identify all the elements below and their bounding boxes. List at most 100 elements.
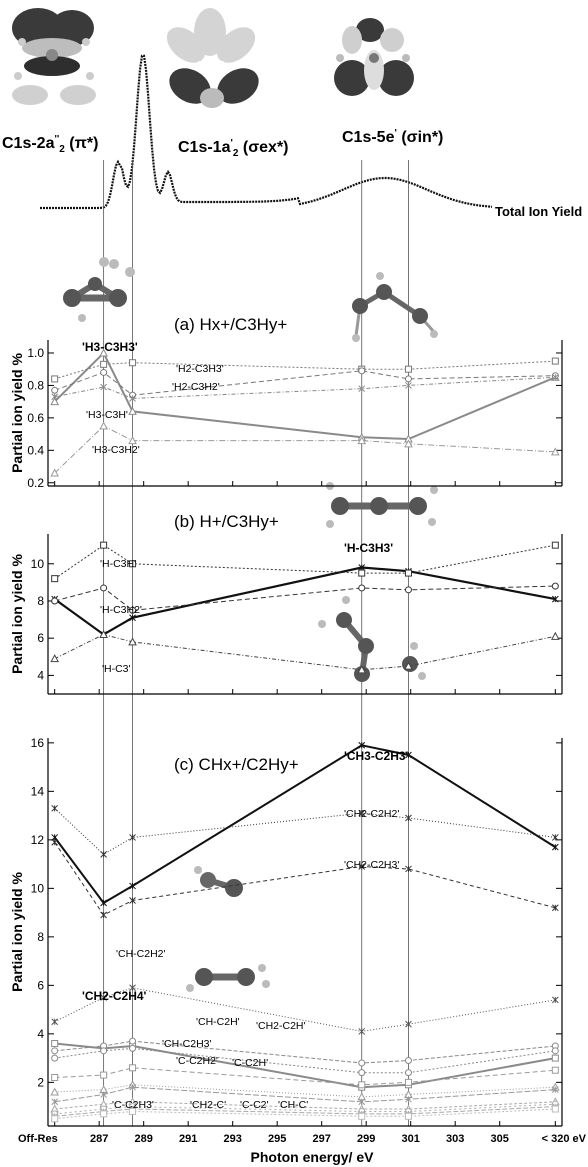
series-line: [54, 585, 556, 611]
data-point: [405, 1095, 412, 1103]
total-ion-yield-label: Total Ion Yield: [495, 204, 582, 219]
data-point: [358, 564, 366, 571]
data-point: [100, 368, 108, 376]
series-annotation: 'CH-C2H2': [116, 948, 166, 960]
y-tick-label: 1.0: [27, 346, 44, 360]
series-line: [54, 842, 556, 916]
molecule-image-b-top: [326, 482, 438, 528]
data-point: [51, 838, 59, 846]
data-point: [358, 1069, 366, 1077]
data-point: [99, 421, 108, 430]
series-line: [53, 351, 556, 441]
series-line: [54, 1108, 556, 1120]
data-point: [100, 1047, 108, 1055]
data-point: [51, 1074, 59, 1081]
data-point: [99, 629, 108, 638]
series-annotation: 'H-C3': [102, 663, 131, 675]
y-tick-label: 16: [31, 736, 45, 750]
y-axis-label: Partial ion yield %: [9, 353, 25, 473]
data-point: [404, 569, 412, 577]
data-point: [51, 375, 59, 383]
data-point: [357, 665, 367, 674]
data-point: [129, 614, 136, 622]
data-point: [358, 741, 366, 749]
data-point: [358, 1081, 366, 1089]
series-annotation: 'H2-C3H2': [172, 381, 220, 393]
y-tick-label: 6: [37, 978, 44, 992]
data-point: [358, 863, 366, 870]
data-point: [405, 865, 412, 873]
data-point: [51, 804, 59, 812]
y-axis-label: Partial ion yield %: [9, 872, 25, 992]
series-line: [54, 544, 556, 580]
series-annotation: 'C-C2': [240, 1099, 269, 1111]
series-annotation: 'H-C3H2': [100, 604, 142, 616]
data-point: [358, 367, 366, 375]
molecule-image-c-low: [186, 964, 270, 992]
series-line: [54, 425, 556, 474]
molecule-image-a-right: [352, 272, 438, 342]
series-line: [54, 1086, 556, 1103]
data-point: [551, 357, 559, 365]
series-annotation: 'CH2-C2H2': [344, 808, 399, 820]
data-point: [551, 582, 559, 590]
orbital-label-2: C1s-5e' (σin*): [342, 128, 443, 146]
data-point: [405, 751, 412, 759]
molecule-image-a-left: [63, 257, 135, 322]
data-point: [129, 359, 137, 367]
orbital-image-sigma-ex: [166, 8, 259, 108]
data-point: [358, 584, 366, 592]
y-tick-label: 0.6: [27, 411, 44, 425]
series-annotation: 'C-C2H': [232, 1057, 268, 1069]
data-point: [405, 814, 412, 822]
data-point: [404, 375, 412, 383]
series-annotation: 'C-C2H3': [112, 1099, 154, 1111]
data-point: [551, 1105, 559, 1113]
x-tick-label: 291: [179, 1133, 197, 1145]
data-point: [100, 1071, 108, 1079]
data-point: [551, 541, 559, 549]
series-annotation: 'H2-C3H3': [176, 363, 224, 375]
y-tick-label: 10: [31, 881, 45, 895]
data-point: [129, 897, 136, 904]
x-tick-label: 303: [446, 1133, 464, 1145]
x-tick-label: 301: [402, 1133, 420, 1145]
data-point: [100, 911, 107, 919]
y-tick-label: 14: [31, 784, 45, 798]
data-point: [129, 1107, 137, 1115]
panel-title: (b) H+/C3Hy+: [174, 512, 279, 531]
y-tick-label: 0.2: [27, 476, 44, 490]
data-point: [100, 360, 108, 368]
data-point: [357, 436, 367, 445]
series-line: [54, 566, 556, 636]
y-tick-label: 4: [37, 668, 44, 682]
series-annotation: 'H-C3H3': [344, 541, 393, 555]
y-axis-label: Partial ion yield %: [9, 554, 25, 674]
data-point: [50, 654, 60, 663]
series-line: [54, 1067, 556, 1086]
data-point: [404, 439, 413, 448]
y-tick-label: 0.8: [27, 378, 44, 392]
data-point: [358, 1059, 366, 1067]
data-point: [404, 1112, 412, 1120]
y-tick-label: 2: [37, 1075, 44, 1089]
series-line: [54, 370, 556, 396]
data-point: [404, 1057, 412, 1065]
data-point: [551, 834, 559, 841]
series-annotation: 'H-C3H': [100, 558, 136, 570]
data-point: [551, 1054, 559, 1062]
data-point: [100, 994, 107, 1001]
data-point: [551, 1086, 559, 1093]
x-tick-label: 287: [90, 1133, 108, 1145]
panel-title: (c) CHx+/C2Hy+: [174, 755, 299, 774]
data-point: [129, 395, 136, 402]
x-tick-label: 305: [491, 1133, 509, 1145]
data-point: [129, 882, 136, 890]
x-tick-label: 299: [357, 1133, 375, 1145]
data-point: [129, 1083, 136, 1091]
data-point: [51, 1054, 59, 1062]
data-point: [100, 1110, 108, 1118]
x-tick-label: < 320 eV: [542, 1133, 587, 1145]
series-annotation: 'H3-C3H3': [82, 340, 138, 354]
